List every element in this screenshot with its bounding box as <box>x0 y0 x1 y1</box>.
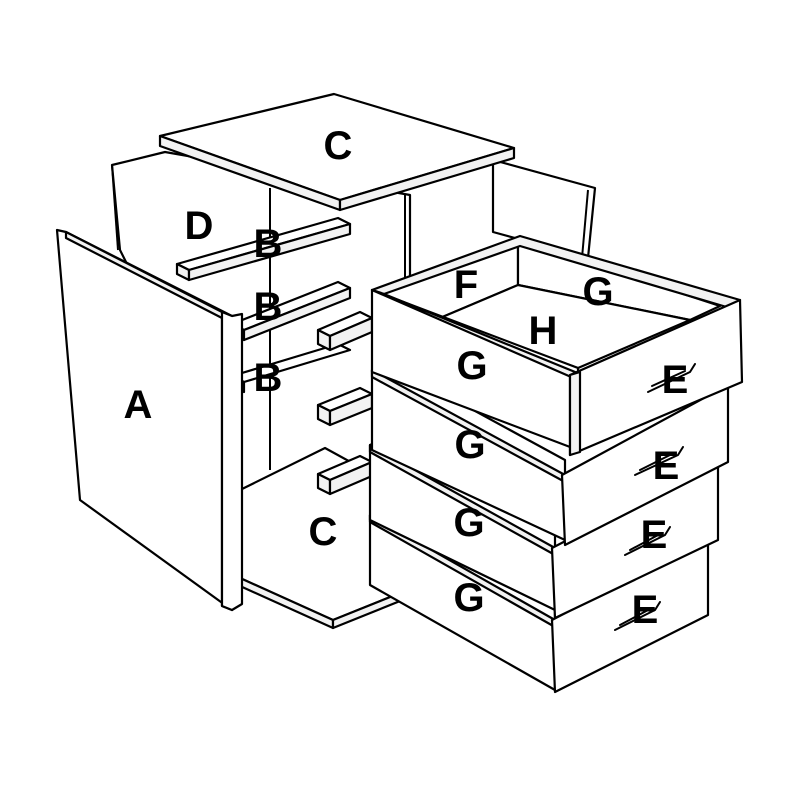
label-bottom-panel: C <box>309 510 338 554</box>
label-drawer-3-front: E <box>641 513 668 557</box>
label-drawer-side-back: G <box>582 270 613 314</box>
label-drawer-4-front: E <box>632 588 659 632</box>
label-drawer-back: F <box>454 263 478 307</box>
label-drawer-3-side: G <box>453 501 484 545</box>
label-side-panel: A <box>124 383 153 427</box>
drawer-1 <box>370 234 744 457</box>
label-shelf-3: B <box>254 356 283 400</box>
label-drawer-1-side: G <box>456 344 487 388</box>
label-back-panel: D <box>185 204 214 248</box>
drawer-2 <box>370 361 730 547</box>
label-top-panel: C <box>324 124 353 168</box>
drawer-3 <box>368 436 720 620</box>
side-panel <box>55 228 244 612</box>
label-drawer-2-side: G <box>454 423 485 467</box>
label-shelf-1: B <box>254 222 283 266</box>
label-drawer-2-front: E <box>653 444 680 488</box>
label-drawer-bottom: H <box>529 309 558 353</box>
label-drawer-1-front: E <box>662 358 689 402</box>
top-panel <box>158 92 516 212</box>
label-drawer-4-side: G <box>453 576 484 620</box>
runner-3 <box>316 454 374 496</box>
label-shelf-2: B <box>254 285 283 329</box>
shelf-upper <box>175 216 352 282</box>
labels: C D A C B B B F G H G G G G E E E E <box>124 124 689 632</box>
